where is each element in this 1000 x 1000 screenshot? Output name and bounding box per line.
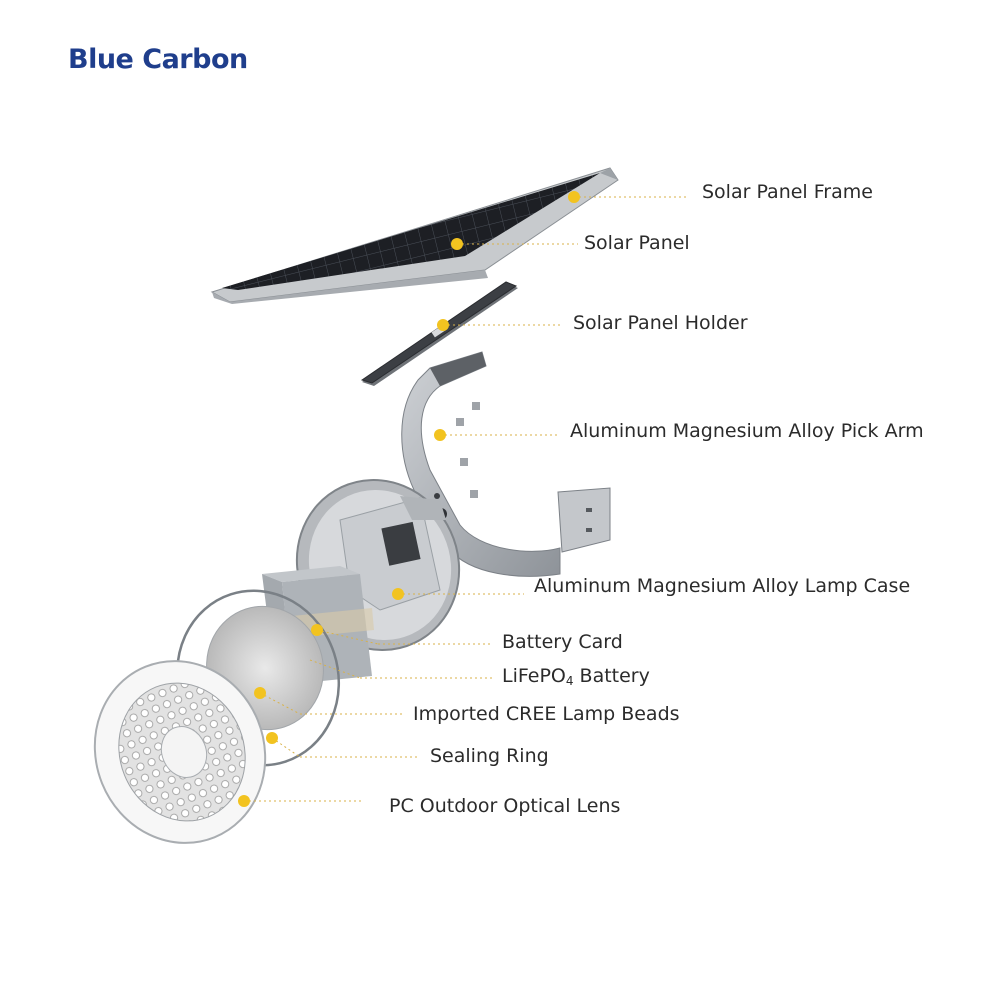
marker-optical-lens bbox=[238, 795, 250, 807]
marker-pick-arm bbox=[434, 429, 446, 441]
label-cree-lamp-beads: Imported CREE Lamp Beads bbox=[413, 703, 680, 725]
label-lifepo4-tail: Battery bbox=[573, 665, 650, 687]
brand-logo: Blue Carbon bbox=[68, 44, 248, 75]
label-solar-panel-frame: Solar Panel Frame bbox=[702, 181, 873, 203]
leader-lines bbox=[244, 196, 688, 802]
label-solar-panel: Solar Panel bbox=[584, 232, 690, 254]
marker-solar-panel bbox=[451, 238, 463, 250]
callout-markers bbox=[238, 191, 580, 807]
label-solar-panel-holder: Solar Panel Holder bbox=[573, 312, 748, 334]
marker-sealing-ring bbox=[266, 732, 278, 744]
label-lifepo4-battery: LiFePO4 Battery bbox=[502, 665, 650, 688]
marker-battery-card bbox=[311, 624, 323, 636]
label-lifepo4-subscript: 4 bbox=[565, 674, 574, 688]
marker-solar-panel-frame bbox=[568, 191, 580, 203]
label-sealing-ring: Sealing Ring bbox=[430, 745, 549, 767]
label-pick-arm: Aluminum Magnesium Alloy Pick Arm bbox=[570, 420, 924, 442]
solar-panel-graphic bbox=[210, 167, 619, 304]
marker-lamp-case bbox=[392, 588, 404, 600]
label-lamp-case: Aluminum Magnesium Alloy Lamp Case bbox=[534, 575, 911, 597]
optical-lens-graphic bbox=[93, 660, 267, 844]
label-optical-lens: PC Outdoor Optical Lens bbox=[389, 795, 621, 817]
label-lifepo4-main: LiFePO bbox=[502, 665, 566, 687]
marker-cree-lamp-beads bbox=[254, 687, 266, 699]
label-battery-card: Battery Card bbox=[502, 631, 623, 653]
marker-solar-panel-holder bbox=[437, 319, 449, 331]
